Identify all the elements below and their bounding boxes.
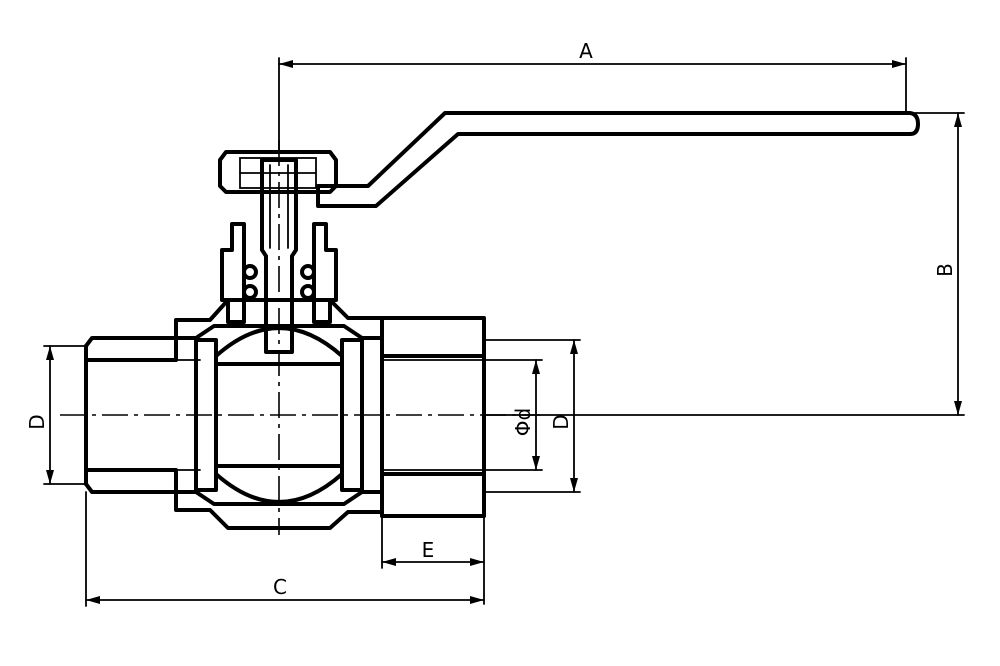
dimension-E: E <box>381 515 485 605</box>
dimension-C: C <box>85 491 485 607</box>
centerlines <box>60 140 540 535</box>
dimension-d: Φd <box>483 359 543 471</box>
dimension-label-B: B <box>933 263 957 277</box>
valve-stem <box>260 158 298 354</box>
dimension-label-A: A <box>579 39 593 63</box>
ball <box>214 326 344 504</box>
stem-nut <box>218 150 338 194</box>
dimension-label-d: Φd <box>511 408 535 436</box>
dimension-D-left: D <box>25 345 87 485</box>
valve-body <box>84 298 486 530</box>
lever-handle <box>316 111 920 208</box>
dimension-D-right: D <box>483 339 581 493</box>
dimension-A: A <box>278 39 907 153</box>
dimension-label-D-left: D <box>25 414 49 429</box>
dimension-label-C: C <box>273 575 287 599</box>
dimension-label-D-right: D <box>549 414 573 429</box>
dimension-B: B <box>483 112 965 416</box>
dimension-label-E: E <box>422 538 435 562</box>
